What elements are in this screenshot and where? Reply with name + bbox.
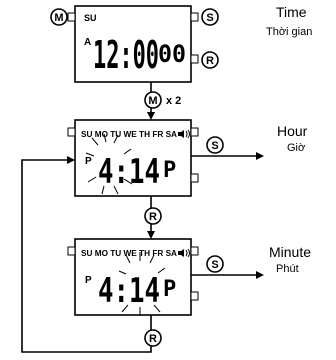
am-pm-indicator: P (85, 275, 92, 286)
s-button-label: S (211, 259, 218, 271)
hour-title: Hour (277, 123, 308, 139)
side-button-right-bottom[interactable] (190, 291, 199, 301)
side-button-left-top[interactable] (67, 246, 76, 256)
time-subtitle: Thời gian (266, 26, 313, 38)
minute-title: Minute (269, 244, 312, 260)
sound-icon (178, 129, 190, 139)
weekday-row: SU MO TU WE TH FR SA (81, 249, 177, 258)
hour-subtitle: Giờ (287, 142, 306, 154)
side-button-right-bottom[interactable] (190, 54, 199, 64)
weekday-row: SU MO TU WE TH FR SA (81, 130, 177, 139)
m-button-step-icon: M (144, 91, 162, 109)
m-button-label: M (54, 12, 63, 24)
r-button-return-icon: R (144, 329, 162, 347)
s-button-icon[interactable]: S (206, 255, 224, 273)
minute-suffix: P (163, 277, 176, 302)
am-pm-indicator: A (84, 37, 91, 48)
r-button-icon[interactable]: R (201, 51, 219, 69)
seconds-digits: 00 (158, 40, 186, 68)
side-button-left-top[interactable] (67, 12, 76, 22)
time-panel: M S R SU A 12:00 00 (50, 5, 219, 83)
r-return-label: R (149, 333, 157, 345)
r-button-step-icon: R (144, 207, 162, 225)
hour-digits: 4:14 (98, 152, 160, 192)
side-button-right-top[interactable] (190, 127, 199, 137)
minute-digits: 4:14 (98, 271, 160, 311)
m-button-icon[interactable]: M (50, 8, 68, 26)
time-digits: 12:00 (93, 33, 159, 77)
lcd-frame-hour (74, 119, 192, 197)
side-button-right-top[interactable] (190, 12, 199, 22)
m-step-label: M (148, 95, 157, 107)
hour-suffix: P (163, 158, 176, 183)
blink-rays-icon (85, 133, 133, 195)
minute-subtitle: Phút (276, 263, 299, 275)
blink-rays-icon (118, 252, 166, 315)
sound-icon (178, 248, 190, 258)
hour-panel: SU MO TU WE TH FR SA P 4:14 P S (67, 119, 264, 197)
side-button-right-bottom[interactable] (190, 173, 199, 183)
r-step-label: R (149, 211, 157, 223)
s-button-label: S (206, 12, 213, 24)
r-button-label: R (206, 55, 214, 67)
minute-panel: SU MO TU WE TH FR SA P 4:14 P S (67, 238, 264, 316)
lcd-frame-time (74, 5, 192, 83)
lcd-frame-minute (74, 238, 192, 316)
side-button-left-top[interactable] (67, 127, 76, 137)
time-title: Time (276, 4, 307, 20)
day-indicator: SU (84, 13, 97, 23)
s-button-icon[interactable]: S (201, 8, 219, 26)
s-button-label: S (211, 140, 218, 152)
am-pm-indicator: P (85, 156, 92, 167)
s-button-icon[interactable]: S (206, 136, 224, 154)
press-count-label: x 2 (166, 95, 181, 107)
side-button-right-top[interactable] (190, 246, 199, 256)
